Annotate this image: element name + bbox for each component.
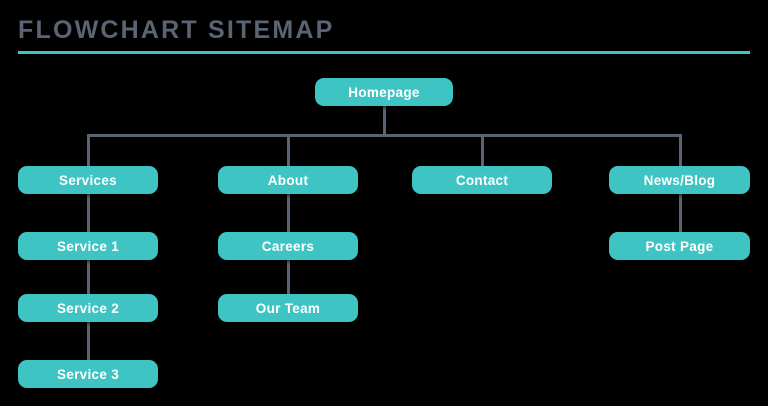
connector-bus-to-about [287,134,290,166]
connector-bus-to-contact [481,134,484,166]
node-post-page[interactable]: Post Page [609,232,750,260]
connector-service-1-to-service-2 [87,260,90,294]
node-contact[interactable]: Contact [412,166,552,194]
connector-news-blog-to-post-page [679,194,682,232]
node-homepage[interactable]: Homepage [315,78,453,106]
node-services[interactable]: Services [18,166,158,194]
node-service-3[interactable]: Service 3 [18,360,158,388]
connector-bus-to-news-blog [679,134,682,166]
connector-horizontal-bus [87,134,682,137]
node-our-team[interactable]: Our Team [218,294,358,322]
node-service-2[interactable]: Service 2 [18,294,158,322]
node-service-1[interactable]: Service 1 [18,232,158,260]
node-careers[interactable]: Careers [218,232,358,260]
connector-bus-to-services [87,134,90,166]
page-title: FLOWCHART SITEMAP [18,16,335,44]
connector-about-to-careers [287,194,290,232]
node-news-blog[interactable]: News/Blog [609,166,750,194]
title-underline-rule [18,51,750,54]
connector-service-2-to-service-3 [87,322,90,360]
connector-careers-to-our-team [287,260,290,294]
connector-services-to-service-1 [87,194,90,232]
node-about[interactable]: About [218,166,358,194]
connector-homepage-to-bus [383,105,386,136]
